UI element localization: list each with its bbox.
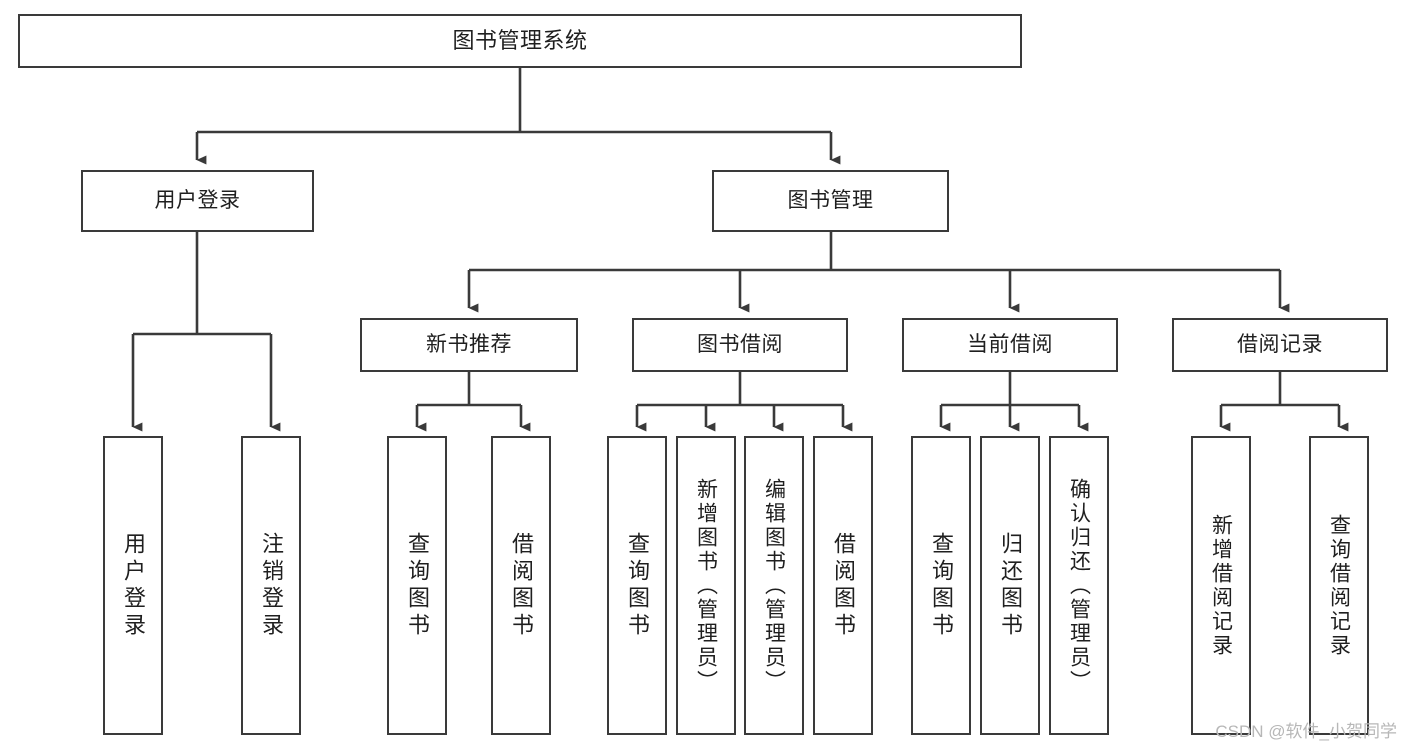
node-label: 借阅记录 [1237, 332, 1323, 356]
leaf-borrow-borrow-book[interactable]: 借阅图书 [813, 436, 873, 735]
node-label: 图书借阅 [697, 332, 783, 356]
node-current-borrow[interactable]: 当前借阅 [902, 318, 1118, 372]
node-label: 注销登录 [259, 531, 284, 640]
node-label: 图书管理系统 [452, 28, 588, 54]
node-label: 归还图书 [998, 531, 1023, 640]
node-label: 新书推荐 [426, 332, 512, 356]
node-label: 编辑图书（管理员） [762, 477, 786, 694]
leaf-user-login-logout[interactable]: 注销登录 [241, 436, 301, 735]
node-label: 查询图书 [405, 531, 430, 640]
leaf-record-add-record[interactable]: 新增借阅记录 [1191, 436, 1251, 735]
node-label: 借阅图书 [509, 531, 534, 640]
leaf-recommend-query-book[interactable]: 查询图书 [387, 436, 447, 735]
node-label: 用户登录 [121, 531, 146, 640]
leaf-current-confirm-return-admin[interactable]: 确认归还（管理员） [1049, 436, 1109, 735]
leaf-user-login-login[interactable]: 用户登录 [103, 436, 163, 735]
node-label: 查询借阅记录 [1327, 513, 1351, 658]
node-label: 用户登录 [154, 188, 241, 212]
node-label: 图书管理 [787, 188, 874, 212]
node-label: 新增图书（管理员） [694, 477, 718, 694]
csdn-watermark: CSDN @软件_小贺同学 [1215, 722, 1397, 741]
node-book-management[interactable]: 图书管理 [712, 170, 949, 232]
node-user-login[interactable]: 用户登录 [81, 170, 314, 232]
leaf-recommend-borrow-book[interactable]: 借阅图书 [491, 436, 551, 735]
leaf-borrow-edit-book-admin[interactable]: 编辑图书（管理员） [744, 436, 804, 735]
leaf-current-return-book[interactable]: 归还图书 [980, 436, 1040, 735]
node-label: 确认归还（管理员） [1067, 477, 1091, 694]
node-borrow-record[interactable]: 借阅记录 [1172, 318, 1388, 372]
node-label: 借阅图书 [831, 531, 856, 640]
leaf-current-query-book[interactable]: 查询图书 [911, 436, 971, 735]
leaf-borrow-add-book-admin[interactable]: 新增图书（管理员） [676, 436, 736, 735]
node-book-borrow[interactable]: 图书借阅 [632, 318, 848, 372]
node-label: 新增借阅记录 [1209, 513, 1233, 658]
leaf-borrow-query-book[interactable]: 查询图书 [607, 436, 667, 735]
node-label: 查询图书 [929, 531, 954, 640]
node-label: 当前借阅 [967, 332, 1053, 356]
node-label: 查询图书 [625, 531, 650, 640]
leaf-record-query-record[interactable]: 查询借阅记录 [1309, 436, 1369, 735]
node-root-system[interactable]: 图书管理系统 [18, 14, 1022, 68]
node-new-book-recommend[interactable]: 新书推荐 [360, 318, 578, 372]
